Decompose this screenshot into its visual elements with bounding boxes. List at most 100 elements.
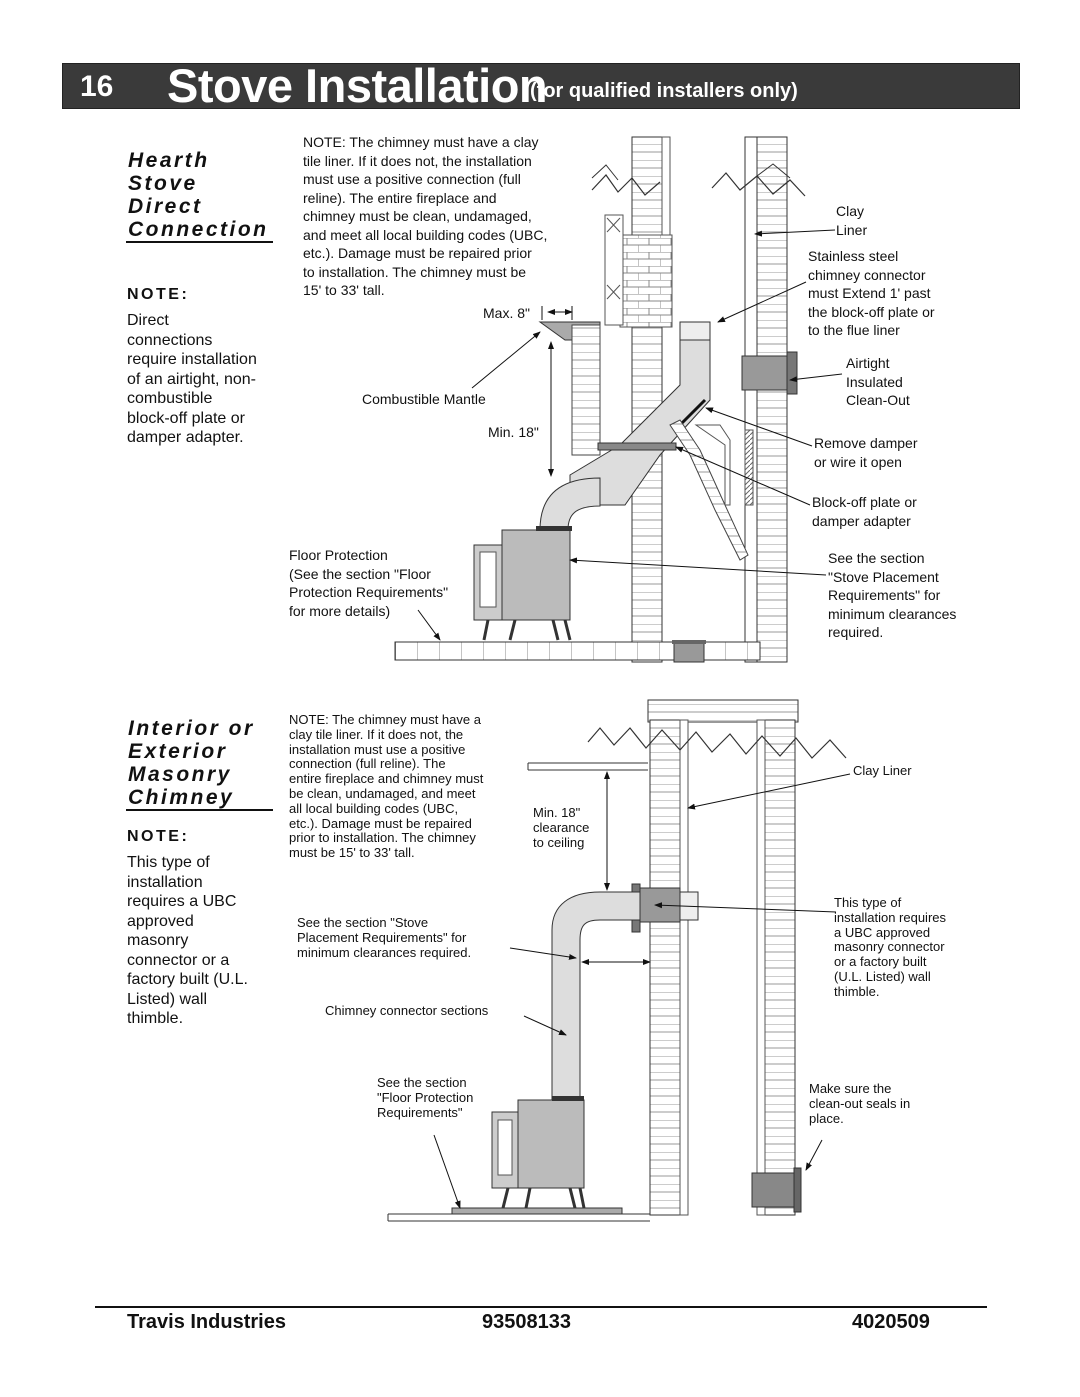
section1-title: Hearth Stove Direct Connection (128, 149, 269, 241)
connector-sections-label: Chimney connector sections (325, 1003, 489, 1018)
note-line: Listed) wall (127, 990, 208, 1008)
page-subtitle: (for qualified installers only) (530, 80, 798, 102)
label-line: or a factory built (834, 954, 927, 970)
section1-title-line: Connection (128, 218, 269, 241)
label-line: This type of (834, 895, 902, 910)
label-line: to ceiling (533, 834, 585, 850)
floor-protection-label: Floor Protection (See the section "Floor… (289, 546, 448, 620)
label-line: must Extend 1' past (808, 285, 931, 301)
footer-date-code: 4020509 (852, 1311, 930, 1333)
note-line: connector or a (127, 951, 230, 969)
label-line: masonry connector (834, 939, 945, 955)
chimney-note-line: chimney must be clean, undamaged, (303, 208, 532, 224)
label-line: See the section (377, 1075, 467, 1090)
section2-chimney-note: NOTE: The chimney must have a clay tile … (289, 712, 484, 861)
chimney-note-line: NOTE: The chimney must have a (289, 712, 481, 727)
chimney-note-line: be clean, undamaged, and meet (289, 785, 476, 801)
section1-chimney-note: NOTE: The chimney must have a clay tile … (303, 133, 547, 300)
chimney-note-line: tile liner. If it does not, the installa… (303, 152, 532, 169)
stainless-connector-label: Stainless steel chimney connector must E… (808, 247, 935, 340)
section2-note-heading: NOTE: (127, 828, 190, 845)
section1-note-heading: NOTE: (127, 286, 190, 303)
chimney-note-line: entire fireplace and chimney must (289, 771, 484, 787)
note-line: thimble. (127, 1010, 184, 1027)
section2-title-line: Exterior (128, 740, 228, 763)
floor-protection-label-2: See the section "Floor Protection Requir… (377, 1075, 474, 1120)
footer-rule (95, 1306, 987, 1308)
label-line: Stainless steel (808, 248, 899, 264)
note-line: damper adapter. (127, 429, 244, 446)
min-clearance-label: Min. 18" clearance to ceiling (533, 805, 590, 850)
chimney-note-line: etc.). Damage must be repaired (289, 815, 472, 831)
note-line: masonry (127, 932, 189, 949)
footer-part-number: 93508133 (482, 1311, 571, 1333)
label-line: Airtight (846, 355, 890, 371)
label-line: Floor Protection (289, 547, 388, 563)
note-line: installation (127, 873, 203, 891)
header-bar (62, 63, 1020, 109)
page-title: Stove Installation (167, 59, 548, 112)
label-line: clearance (533, 819, 590, 835)
note-line: approved (127, 912, 194, 930)
label-line: Placement Requirements" for (297, 929, 467, 945)
label-line: thimble. (834, 983, 880, 999)
section1-note-body: Direct connections require installation … (127, 311, 257, 448)
note-line: This type of (127, 854, 210, 871)
note-line: factory built (U.L. (127, 971, 248, 988)
stove-placement-label: See the section "Stove Placement Require… (828, 549, 956, 642)
chimney-note-line: etc.). Damage must be repaired prior (303, 245, 532, 261)
footer-company: Travis Industries (127, 1311, 286, 1333)
note-line: block-off plate or (127, 409, 245, 427)
section2-title-line: Interior or (128, 717, 255, 740)
label-line: place. (809, 1110, 844, 1126)
label-line: damper adapter (812, 512, 911, 529)
chimney-note-line: to installation. The chimney must be (303, 263, 527, 280)
section2-note-body: This type of installation requires a UBC… (127, 853, 248, 1029)
note-line: combustible (127, 390, 213, 407)
label-line: Requirements" for (828, 587, 941, 603)
label-line: or wire it open (814, 453, 902, 470)
label-line: See the section "Stove (297, 915, 429, 930)
label-line: Min. 18" (533, 805, 581, 820)
label-line: Block-off plate or (812, 494, 917, 510)
label-line: Clean-Out (846, 392, 910, 408)
label-line: installation requires (834, 909, 947, 925)
label-line: a UBC approved (834, 924, 931, 940)
label-line: "Stove Placement (828, 568, 939, 585)
label-line: chimney connector (808, 266, 926, 283)
chimney-note-line: clay tile liner. If it does not, the (289, 726, 464, 742)
note-line: Direct (127, 312, 169, 329)
cleanout-seal-label: Make sure the clean-out seals in place. (809, 1081, 911, 1126)
note-line: of an airtight, non- (127, 370, 256, 388)
label-line: Clay (836, 203, 865, 219)
section1-title-rule (126, 241, 273, 243)
label-line: See the section (828, 550, 925, 566)
chimney-note-line: connection (full reline). The (289, 756, 446, 772)
page-number: 16 (80, 70, 114, 103)
chimney-note-line: reline). The entire fireplace and (303, 189, 497, 206)
label-line: Make sure the (809, 1081, 892, 1096)
chimney-structure-2 (387, 699, 847, 1222)
blockoff-plate-label: Block-off plate or damper adapter (812, 493, 917, 530)
chimney-note-line: and meet all local building codes (UBC, (303, 226, 548, 243)
min-18-label: Min. 18" (488, 424, 539, 440)
section1-title-line: Direct (128, 195, 203, 218)
label-line: Requirements" (377, 1104, 463, 1120)
label-line: minimum clearances (828, 605, 957, 622)
label-line: (See the section "Floor (289, 565, 431, 582)
note-line: connections (127, 331, 213, 349)
chimney-note-line: must use a positive connection (full (303, 171, 521, 187)
label-line: Remove damper (814, 435, 918, 451)
chimney-note-line: installation must use a positive (289, 741, 466, 757)
combustible-mantle-label: Combustible Mantle (362, 391, 486, 407)
clay-liner-label: Clay Liner (836, 202, 867, 239)
chimney-note-line: 15' to 33' tall. (303, 282, 385, 298)
label-line: Liner (836, 221, 868, 238)
label-line: clean-out seals in (809, 1095, 911, 1111)
label-line: "Floor Protection (377, 1089, 474, 1105)
label-line: Insulated (846, 373, 903, 390)
section2-title: Interior or Exterior Masonry Chimney (128, 717, 255, 809)
note-line: require installation (127, 351, 257, 368)
section2-title-rule (126, 809, 273, 811)
